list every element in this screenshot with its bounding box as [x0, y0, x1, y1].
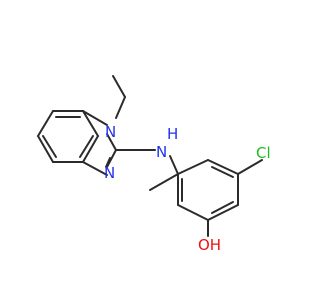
bond-line: [79, 135, 94, 158]
bond-line: [106, 133, 117, 151]
atom-label-ring-nitrogen-imine: N: [104, 164, 115, 182]
bond-line: [105, 157, 111, 168]
bond-line: [42, 135, 57, 158]
bond-line: [82, 161, 108, 176]
molecule-canvas: Cl N N H N OH: [37, 75, 271, 254]
bond-line: [82, 135, 99, 163]
bond-line: [37, 110, 54, 137]
bond-line: [169, 155, 179, 175]
atom-label-ring-nitrogen-ethyl: N: [105, 123, 116, 141]
molecule-structure: Cl N N H N OH: [37, 75, 271, 254]
bond-line: [149, 173, 179, 191]
bond-line: [106, 149, 117, 168]
bond-line: [177, 159, 209, 175]
atom-label-chlorine: Cl: [256, 144, 271, 162]
atom-label-hydroxyl: OH: [198, 236, 221, 254]
bond-line: [207, 204, 239, 221]
bond-line: [112, 75, 126, 98]
atom-label-amine-hydrogen: H: [167, 125, 178, 143]
bond-line: [37, 135, 54, 163]
bond-line: [211, 201, 234, 214]
bond-line: [211, 166, 234, 178]
atom-label-amine-nitrogen: N: [156, 143, 167, 161]
bond-line: [237, 159, 263, 175]
bond-lines: [37, 75, 263, 237]
bond-line: [177, 204, 209, 221]
bond-line: [207, 159, 239, 175]
bond-line: [82, 110, 108, 126]
bond-line: [115, 96, 126, 119]
bond-line: [82, 110, 99, 137]
